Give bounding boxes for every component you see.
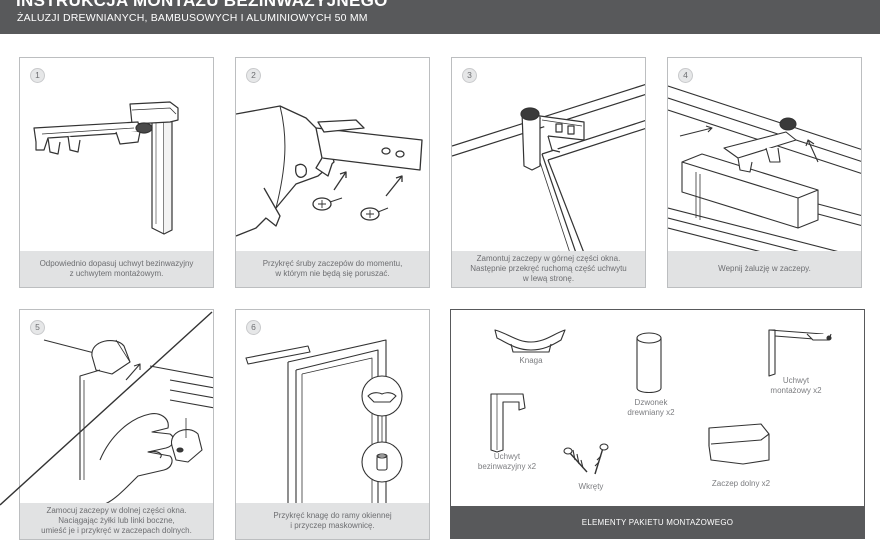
wkrety-illustration (563, 443, 609, 475)
kit-label-dzwonek: Dzwonek drewniany x2 (627, 398, 675, 417)
step-caption: Zamocuj zaczepy w dolnej części okna. Na… (20, 503, 213, 539)
step-3-illustration (452, 84, 645, 253)
kit-label-uchwyt-bezinwazyjny: Uchwyt bezinwazyjny x2 (477, 452, 537, 471)
header-bar: INSTRUKCJA MONTAŻU BEZINWAZYJNEGO ŻALUZJ… (0, 0, 880, 34)
zaczep-dolny-illustration (708, 423, 770, 465)
step-2-illustration (236, 105, 423, 237)
step-caption: Odpowiednio dopasuj uchwyt bezinwazyjny … (20, 251, 213, 287)
step-caption: Przykręć knagę do ramy okiennej i przycz… (236, 503, 429, 539)
step-panel-5: 5 Zamocuj zaczepy w dolnej c (19, 309, 214, 540)
kit-footer-title: ELEMENTY PAKIETU MONTAŻOWEGO (451, 506, 864, 538)
kit-label-wkrety: Wkręty (578, 482, 604, 491)
uchwyt-bezinwazyjny-illustration (490, 393, 526, 453)
uchwyt-montazowy-illustration (768, 329, 832, 377)
step-number-badge: 3 (462, 68, 477, 83)
page-title: INSTRUKCJA MONTAŻU BEZINWAZYJNEGO (16, 0, 388, 10)
step-1-illustration (33, 101, 179, 235)
page-subtitle: ŻALUZJI DREWNIANYCH, BAMBUSOWYCH I ALUMI… (17, 12, 368, 24)
step-6-illustration (245, 339, 403, 510)
kit-elements-panel: Knaga Dzwonek drewniany x2 Uchwyt montaż… (450, 309, 865, 539)
step-5-illustration (43, 339, 213, 505)
dzwonek-illustration (636, 332, 662, 394)
step-panel-4: 4 Wepni (667, 57, 862, 288)
step-number-badge: 4 (678, 68, 693, 83)
step-caption: Wepnij żaluzję w zaczepy. (668, 251, 861, 287)
step-panel-3: 3 Zamontuj zaczepy w górnej części okna.… (451, 57, 646, 288)
step-4-illustration (668, 85, 861, 253)
kit-label-uchwyt-montazowy: Uchwyt montażowy x2 (770, 376, 822, 395)
kit-label-zaczep-dolny: Zaczep dolny x2 (711, 479, 771, 488)
step-caption: Zamontuj zaczepy w górnej części okna. N… (452, 251, 645, 287)
kit-label-knaga: Knaga (519, 356, 543, 365)
step-panel-1: 1 Odpowiednio dopasuj uchwyt bezinwazyjn… (19, 57, 214, 288)
kit-illustrations (490, 329, 832, 475)
step-panel-6: 6 Przykręć knagę do ramy okiennej i przy… (235, 309, 430, 540)
knaga-illustration (494, 329, 566, 353)
step-panel-2: 2 Przykręć śruby zaczepów do moment (235, 57, 430, 288)
step-caption: Przykręć śruby zaczepów do momentu, w kt… (236, 251, 429, 287)
step-number-badge: 1 (30, 68, 45, 83)
step-number-badge: 2 (246, 68, 261, 83)
step-number-badge: 6 (246, 320, 261, 335)
step-number-badge: 5 (30, 320, 45, 335)
